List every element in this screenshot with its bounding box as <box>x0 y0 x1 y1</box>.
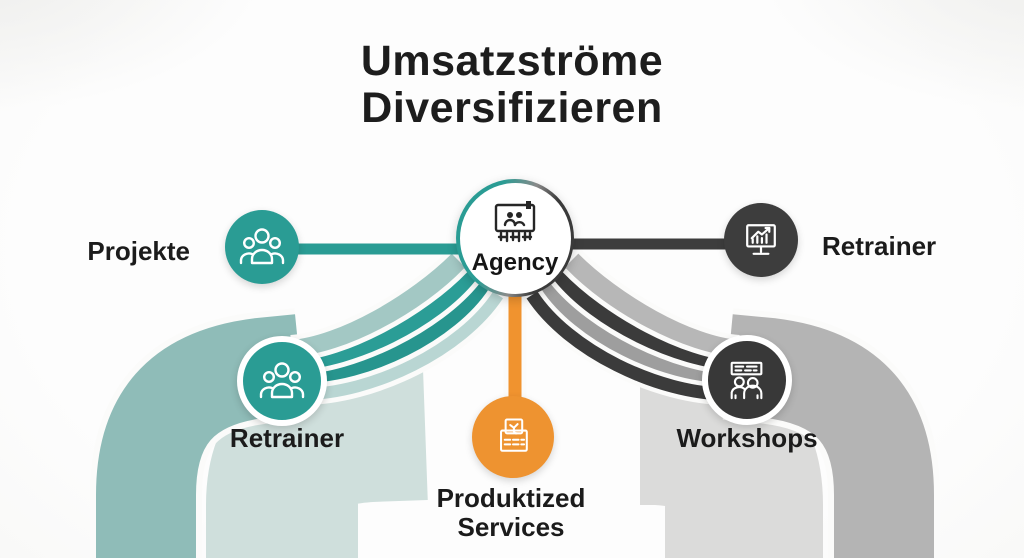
retrainer-left-label: Retrainer <box>229 423 345 453</box>
page-title: Umsatzströme Diversifizieren <box>0 37 1024 133</box>
people-group-icon <box>259 362 305 399</box>
retrainer-right-label: Retrainer <box>822 231 937 261</box>
left-inner-fill <box>206 348 428 558</box>
people-group-icon <box>239 228 285 265</box>
agency-node-inner: Agency <box>459 182 571 294</box>
title-line-1: Umsatzströme <box>360 37 664 85</box>
workshop-board-icon <box>730 361 763 400</box>
produktized-label: Produktized Services <box>436 483 586 543</box>
presentation-audience-icon <box>494 200 536 242</box>
service-card-icon <box>500 418 528 452</box>
retrainer-right-node <box>724 203 798 277</box>
produktized-node <box>472 396 554 478</box>
workshops-label: Workshops <box>676 423 818 453</box>
left-fan-stripes <box>289 249 508 405</box>
workshops-node <box>702 335 792 425</box>
projekte-node <box>225 210 299 284</box>
projekte-label: Projekte <box>87 236 190 266</box>
monitor-chart-icon <box>746 224 776 255</box>
agency-label: Agency <box>471 248 559 276</box>
title-line-2: Diversifizieren <box>361 84 663 133</box>
agency-node: Agency <box>456 179 574 297</box>
retrainer-left-node <box>237 336 327 426</box>
right-inner-fill <box>640 347 823 558</box>
